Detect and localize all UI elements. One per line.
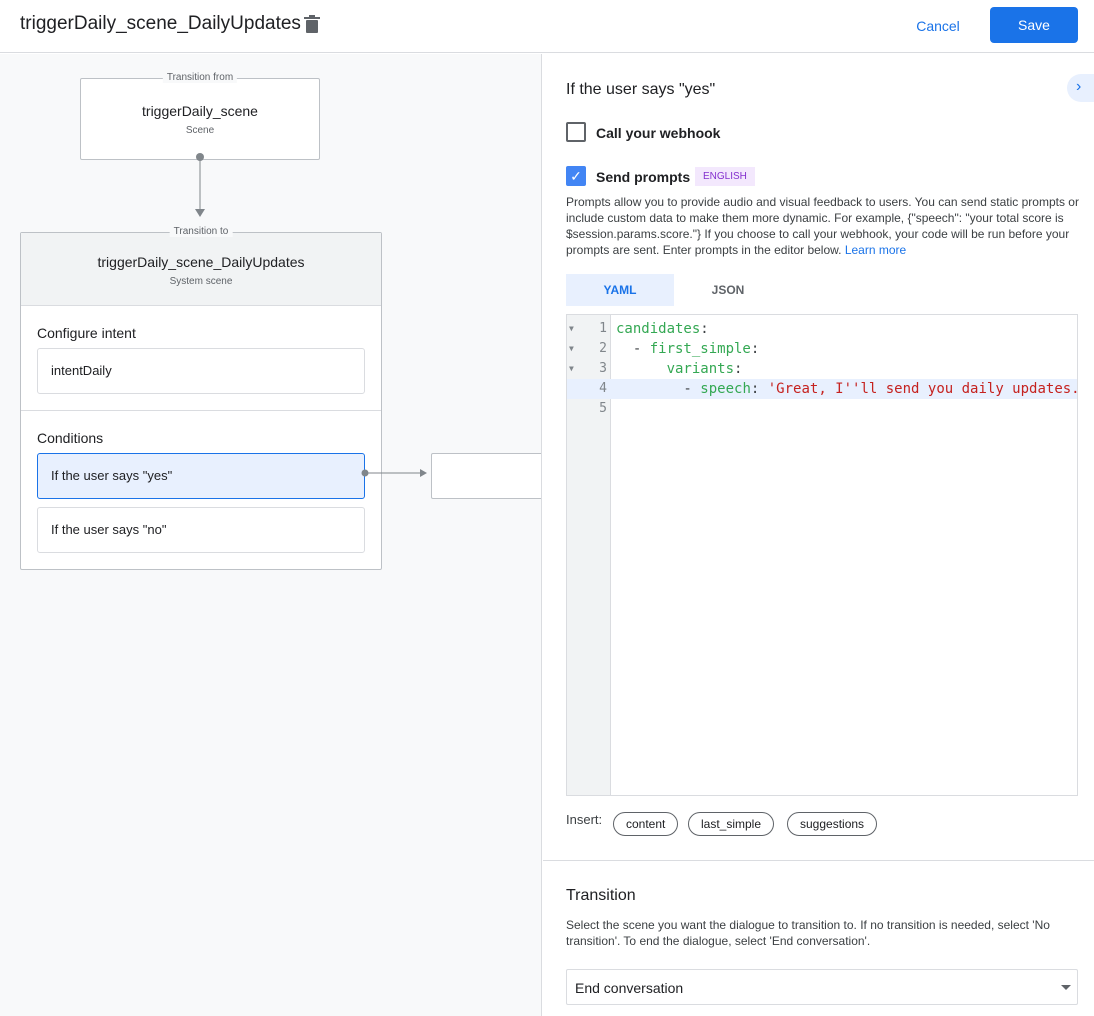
- insert-chip-last-simple[interactable]: last_simple: [688, 812, 775, 836]
- transition-to-node: Transition to triggerDaily_scene_DailyUp…: [20, 226, 382, 570]
- page-title: triggerDaily_scene_DailyUpdates: [20, 13, 301, 34]
- send-prompts-checkbox[interactable]: ✓: [566, 166, 586, 186]
- divider: [21, 410, 381, 411]
- header: triggerDaily_scene_DailyUpdates Cancel S…: [0, 0, 1094, 53]
- learn-more-link[interactable]: Learn more: [844, 243, 907, 257]
- insert-chip-content[interactable]: content: [613, 812, 679, 836]
- tab-yaml[interactable]: YAML: [566, 274, 674, 306]
- condition-yes[interactable]: If the user says "yes": [37, 453, 365, 499]
- condition-no[interactable]: If the user says "no": [37, 507, 365, 553]
- code-editor[interactable]: ▼ 1 candidates: ▼ 2 - first_simple: ▼ 3 varian…: [566, 314, 1080, 796]
- transition-select[interactable]: End conversation: [566, 969, 1078, 1005]
- prompts-description-text: Prompts allow you to provide audio and v…: [566, 195, 1079, 257]
- transition-title: Transition: [566, 887, 636, 904]
- insert-label: Insert:: [566, 812, 603, 827]
- dropdown-arrow-icon: [1061, 985, 1071, 995]
- chevron-right-icon[interactable]: ›: [1067, 74, 1094, 102]
- to-scene-subtitle: System scene: [169, 276, 233, 287]
- divider: [543, 860, 1094, 861]
- transition-from-caption: Transition from: [162, 72, 238, 83]
- transition-selected: End conversation: [575, 980, 684, 996]
- conditions-label: Conditions: [37, 430, 104, 446]
- code-line: ▼ 2 - first_simple:: [567, 339, 1077, 359]
- send-prompts-label: Send prompts: [596, 169, 691, 185]
- code-text: - speech: 'Great, I''ll send you daily u…: [616, 381, 1080, 397]
- fold-icon[interactable]: ▼: [569, 324, 574, 333]
- from-scene-subtitle: Scene: [185, 125, 215, 136]
- trash-icon[interactable]: [304, 15, 320, 33]
- target-scene-node[interactable]: [431, 453, 541, 499]
- from-scene-title: triggerDaily_scene: [142, 103, 258, 119]
- condition-panel: If the user says "yes" › Call your webho…: [543, 54, 1094, 1016]
- webhook-label: Call your webhook: [596, 125, 721, 141]
- tab-json[interactable]: JSON: [711, 283, 745, 297]
- line-number: 2: [599, 341, 607, 356]
- condition-connector: [361, 469, 427, 477]
- transition-to-header[interactable]: Transition to triggerDaily_scene_DailyUp…: [21, 226, 381, 306]
- line-number: 4: [599, 381, 607, 396]
- webhook-checkbox[interactable]: [566, 122, 586, 142]
- intent-item[interactable]: intentDaily: [37, 348, 365, 394]
- transition-description: Select the scene you want the dialogue t…: [566, 918, 1050, 948]
- language-badge: ENGLISH: [695, 167, 755, 186]
- save-button[interactable]: Save: [990, 7, 1078, 43]
- line-number: 5: [599, 401, 607, 416]
- panel-title: If the user says "yes": [566, 81, 716, 98]
- code-line: 4 - speech: 'Great, I''ll send you daily…: [567, 379, 1080, 399]
- insert-chip-suggestions[interactable]: suggestions: [787, 812, 878, 836]
- connector-arrow: [195, 153, 205, 217]
- to-scene-title: triggerDaily_scene_DailyUpdates: [97, 254, 305, 270]
- transition-from-node[interactable]: Transition from triggerDaily_scene Scene: [80, 72, 320, 160]
- code-text: candidates:: [616, 321, 709, 337]
- line-number: 1: [599, 321, 607, 336]
- prompts-description: Prompts allow you to provide audio and v…: [566, 194, 1081, 258]
- code-line: ▼ 3 variants:: [567, 359, 1077, 379]
- code-line: 5: [567, 399, 1077, 419]
- fold-icon[interactable]: ▼: [569, 344, 574, 353]
- cancel-button[interactable]: Cancel: [904, 9, 972, 43]
- configure-intent-label: Configure intent: [37, 325, 136, 341]
- fold-icon[interactable]: ▼: [569, 364, 574, 373]
- line-number: 3: [599, 361, 607, 376]
- transition-to-caption: Transition to: [169, 226, 233, 237]
- code-text: variants:: [666, 361, 743, 377]
- code-text: - first_simple:: [616, 341, 760, 357]
- code-line: ▼ 1 candidates:: [567, 319, 1077, 339]
- format-tabs: YAML JSON: [566, 274, 1077, 306]
- scene-canvas: Transition from triggerDaily_scene Scene…: [0, 54, 542, 1016]
